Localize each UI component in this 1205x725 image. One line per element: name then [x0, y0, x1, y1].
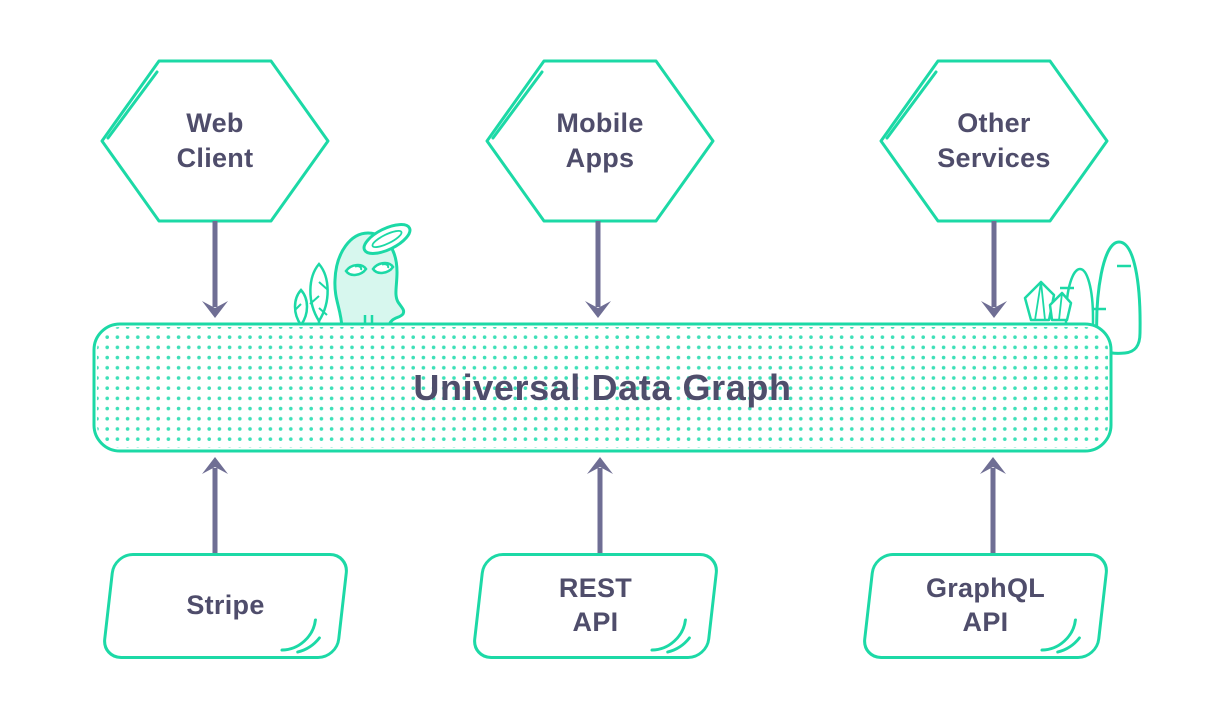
node-rest-api: REST API	[470, 553, 721, 659]
node-mobile-apps: Mobile Apps	[484, 58, 716, 224]
node-label: Web Client	[176, 108, 254, 173]
crystals-cacti-icon	[1023, 240, 1142, 355]
hexagon-accent-line	[491, 70, 544, 140]
arrow-up-rest-api-icon	[587, 457, 613, 554]
universal-data-graph-bar	[92, 322, 1113, 453]
arrow-down-web-client-icon	[202, 221, 228, 318]
node-stripe: Stripe	[100, 553, 351, 659]
arrow-up-graphql-api-icon	[980, 457, 1006, 554]
corner-arc-icon	[280, 618, 321, 654]
plant-leaves-icon	[293, 262, 329, 328]
mascot-icon	[293, 223, 412, 330]
hexagon-shape	[485, 59, 715, 223]
crystals-icon	[1023, 280, 1073, 322]
arrow-down-mobile-apps-icon	[585, 221, 611, 318]
arrow-down-other-services-icon	[981, 221, 1007, 318]
node-label: Mobile Apps	[556, 108, 644, 173]
halo-icon	[362, 223, 412, 255]
node-label: Other Services	[937, 108, 1051, 173]
corner-arc-icon	[1040, 618, 1081, 654]
node-web-client: Web Client	[99, 58, 331, 224]
corner-arc-icon	[650, 618, 691, 654]
arrow-up-stripe-icon	[202, 457, 228, 554]
hexagon-accent-line	[885, 70, 938, 140]
node-graphql-api: GraphQL API	[860, 553, 1111, 659]
hexagon-shape	[879, 59, 1109, 223]
hexagon-shape	[100, 59, 330, 223]
bar-title: Universal Data Graph	[413, 366, 792, 408]
node-other-services: Other Services	[878, 58, 1110, 224]
hexagon-accent-line	[106, 70, 159, 140]
